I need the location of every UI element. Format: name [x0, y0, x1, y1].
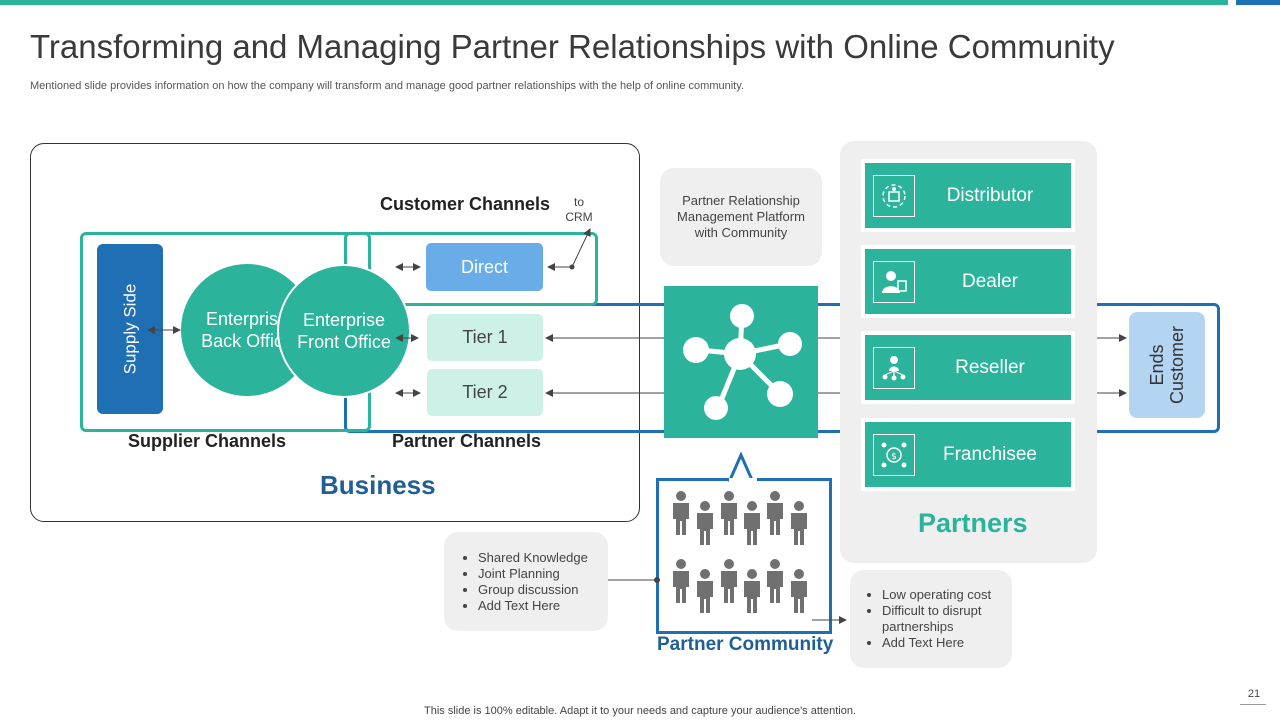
top-accent-bar [0, 0, 1228, 5]
list-item: Add Text Here [478, 598, 608, 614]
prm-platform-bubble: Partner Relationship Management Platform… [660, 168, 822, 266]
partner-name-distributor: Distributor [946, 184, 1034, 206]
page-number: 21 [1247, 688, 1261, 700]
customer-channels-label: Customer Channels [380, 194, 551, 214]
prm-hub [664, 286, 818, 438]
person-icon [697, 501, 713, 545]
tier2-channel: Tier 2 [427, 369, 543, 416]
svg-text:$: $ [891, 452, 897, 462]
people-group-icon [673, 491, 807, 613]
partner-card-dealer: Dealer [861, 245, 1075, 318]
reseller-icon [873, 346, 915, 389]
list-item: Shared Knowledge [478, 550, 608, 566]
list-item: Add Text Here [882, 635, 1012, 651]
person-icon [673, 559, 689, 603]
person-icon [791, 501, 807, 545]
list-item: Joint Planning [478, 566, 608, 582]
arrow-crm [571, 228, 591, 268]
prm-platform-text: Partner Relationship Management Platform… [677, 193, 805, 240]
direct-channel: Direct [426, 243, 543, 291]
partner-card-reseller: Reseller [861, 331, 1075, 404]
list-item: Low operating cost [882, 587, 1012, 603]
person-icon [744, 501, 760, 545]
person-icon [791, 569, 807, 613]
list-item: Group discussion [478, 582, 608, 598]
partner-community-box [656, 478, 832, 634]
partners-label: Partners [918, 508, 1028, 538]
to-crm-label: to CRM [565, 195, 593, 224]
list-item: Difficult to disrupt partnerships [882, 603, 1012, 635]
community-benefits-right: Low operating cost Difficult to disrupt … [850, 570, 1012, 668]
page-subtitle: Mentioned slide provides information on … [30, 80, 744, 92]
partner-name-franchisee: Franchisee [943, 443, 1037, 465]
enterprise-back-office: Enterprise Back Office [181, 264, 313, 396]
footer-note: This slide is 100% editable. Adapt it to… [424, 705, 856, 717]
enterprise-front-office: Enterprise Front Office [277, 264, 411, 398]
distributor-icon [873, 174, 915, 217]
network-hub-icon [683, 304, 802, 420]
person-icon [744, 569, 760, 613]
person-icon [721, 559, 737, 603]
business-label: Business [320, 470, 436, 500]
partner-channels-label: Partner Channels [392, 431, 542, 451]
person-icon [721, 491, 737, 535]
front-office-label: Enterprise Front Office [297, 310, 391, 352]
person-icon [673, 491, 689, 535]
person-icon [767, 491, 783, 535]
partner-card-franchisee: $ Franchisee [861, 418, 1075, 491]
supplier-channels-label: Supplier Channels [128, 431, 287, 451]
page-number-underline [1240, 704, 1266, 705]
partner-name-reseller: Reseller [955, 356, 1025, 378]
back-office-label: Enterprise Back Office [201, 309, 293, 351]
person-icon [697, 569, 713, 613]
ends-customer-block: Ends Customer [1129, 312, 1205, 418]
franchisee-icon: $ [873, 433, 915, 476]
community-pointer [728, 452, 757, 482]
partner-community-label: Partner Community [657, 634, 834, 655]
partner-name-dealer: Dealer [962, 270, 1018, 292]
tier1-channel: Tier 1 [427, 314, 543, 361]
dealer-icon [873, 260, 915, 303]
community-benefits-left: Shared Knowledge Joint Planning Group di… [444, 532, 608, 631]
person-icon [767, 559, 783, 603]
partner-card-distributor: Distributor [861, 159, 1075, 232]
top-accent-bar-blue [1236, 0, 1280, 5]
page-title: Transforming and Managing Partner Relati… [30, 28, 1115, 65]
